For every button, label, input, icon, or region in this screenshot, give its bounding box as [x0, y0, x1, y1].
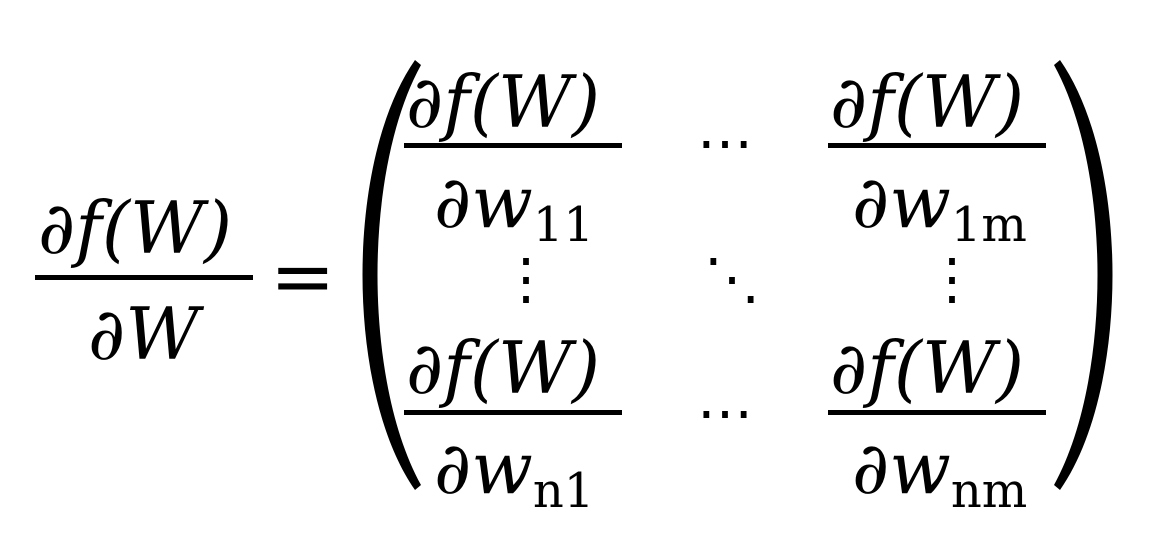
- cell-r1c3-fraction-bar: [828, 143, 1046, 148]
- ddots-center: ⋱: [704, 247, 760, 312]
- cell-r3c1-numerator: ∂f(W): [406, 326, 601, 410]
- cell-r1c1-fraction-bar: [404, 143, 622, 148]
- hdots-row1: ⋯: [697, 111, 753, 176]
- vdots-col3: ⋮: [924, 247, 980, 312]
- lhs-numerator: ∂f(W): [38, 186, 233, 270]
- left-parenthesis-icon: [362, 60, 421, 490]
- cell-r3c1-denominator: ∂wn1: [434, 426, 595, 519]
- right-parenthesis-icon: [1054, 60, 1113, 490]
- cell-r1c1-denominator: ∂w11: [434, 160, 594, 253]
- hdots-row3: ⋯: [697, 381, 753, 446]
- cell-r3c3-denominator: ∂wnm: [852, 426, 1028, 519]
- lhs-fraction-bar: [35, 275, 253, 280]
- cell-r1c1-numerator: ∂f(W): [406, 60, 601, 144]
- cell-r3c3-fraction-bar: [828, 410, 1046, 415]
- cell-r1c3-numerator: ∂f(W): [830, 60, 1025, 144]
- equals-sign: =: [270, 232, 336, 322]
- cell-r3c1-fraction-bar: [404, 410, 622, 415]
- cell-r3c3-numerator: ∂f(W): [830, 326, 1025, 410]
- vdots-col1: ⋮: [498, 247, 554, 312]
- cell-r1c3-denominator: ∂w1m: [852, 160, 1027, 253]
- lhs-denominator: ∂W: [88, 292, 200, 376]
